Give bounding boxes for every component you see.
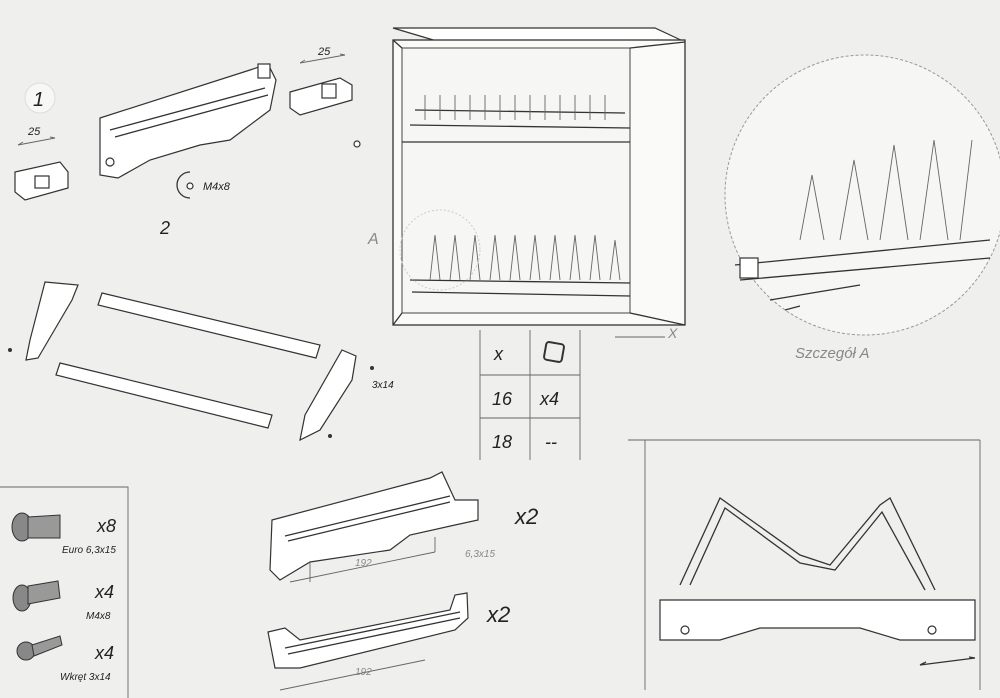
table-header-x: x (493, 344, 504, 364)
rail-tube (97, 292, 321, 359)
lower-rack (409, 234, 631, 297)
upper-rack (409, 95, 631, 129)
step-circle (24, 82, 56, 114)
hardware-name: Wkręt 3x14 (60, 672, 111, 683)
frame-profile-icon (543, 341, 565, 363)
hardware-name: M4x8 (86, 611, 111, 622)
rotate-arrow-icon (176, 171, 191, 199)
size-table: x 16 x4 18 -- (479, 330, 581, 460)
dimension-label: 25 (27, 126, 41, 138)
screw-icon (370, 366, 374, 370)
quantity-label: x2 (514, 504, 538, 529)
step-number: 2 (159, 218, 170, 238)
cabinet-drawing: A X (367, 27, 686, 341)
wood-screw-icon (16, 635, 63, 661)
table-cell-width: 16 (492, 389, 513, 409)
dimension-label: 192 (355, 667, 372, 678)
hardware-qty: x4 (94, 643, 114, 663)
hardware-qty: x8 (96, 516, 116, 536)
step-1: 1 25 25 (14, 46, 361, 201)
bracket-part-2: 192 x2 (267, 592, 510, 691)
end-cap-part (14, 161, 69, 201)
slide-arrow-icon (919, 656, 976, 666)
rails-assembly: 3x14 (8, 281, 394, 442)
step-number: 1 (33, 89, 44, 111)
dimension-label: 25 (317, 46, 331, 58)
detail-caption: Szczegół A (795, 345, 869, 362)
screw-icon (8, 348, 12, 352)
rail-end-bracket (25, 281, 79, 361)
detail-marker: A (367, 231, 379, 248)
bracket-part-1: 192 6,3x15 x2 (269, 471, 538, 583)
euro-screw-icon (11, 512, 61, 542)
table-cell-qty: x4 (539, 389, 559, 409)
screw-label: 3x14 (372, 380, 394, 391)
rail-tube (55, 362, 273, 429)
dimension-arrow-icon (17, 136, 56, 146)
detail-a: Szczegół A (724, 54, 1000, 362)
hardware-list: x8 Euro 6,3x15 x4 M4x8 x4 Wkręt 3x14 (0, 486, 129, 698)
side-bracket-part (99, 63, 277, 179)
machine-screw-icon (12, 580, 61, 612)
screw-label: 6,3x15 (465, 549, 495, 560)
rail-end-bracket (299, 349, 357, 442)
screw-icon (186, 182, 194, 190)
quantity-label: x2 (486, 602, 510, 627)
front-view (628, 439, 981, 690)
step-2: M4x8 2 (159, 171, 231, 238)
screw-icon (353, 140, 361, 148)
end-cap-part (289, 77, 353, 116)
screw-label: M4x8 (203, 181, 231, 193)
hardware-qty: x4 (94, 582, 114, 602)
dimension-label: 192 (355, 558, 372, 569)
table-cell-qty: -- (545, 432, 557, 452)
hardware-name: Euro 6,3x15 (62, 545, 116, 556)
dimension-arrow-icon (299, 53, 346, 64)
table-cell-width: 18 (492, 432, 512, 452)
width-marker: X (667, 325, 678, 341)
screw-icon (328, 434, 332, 438)
